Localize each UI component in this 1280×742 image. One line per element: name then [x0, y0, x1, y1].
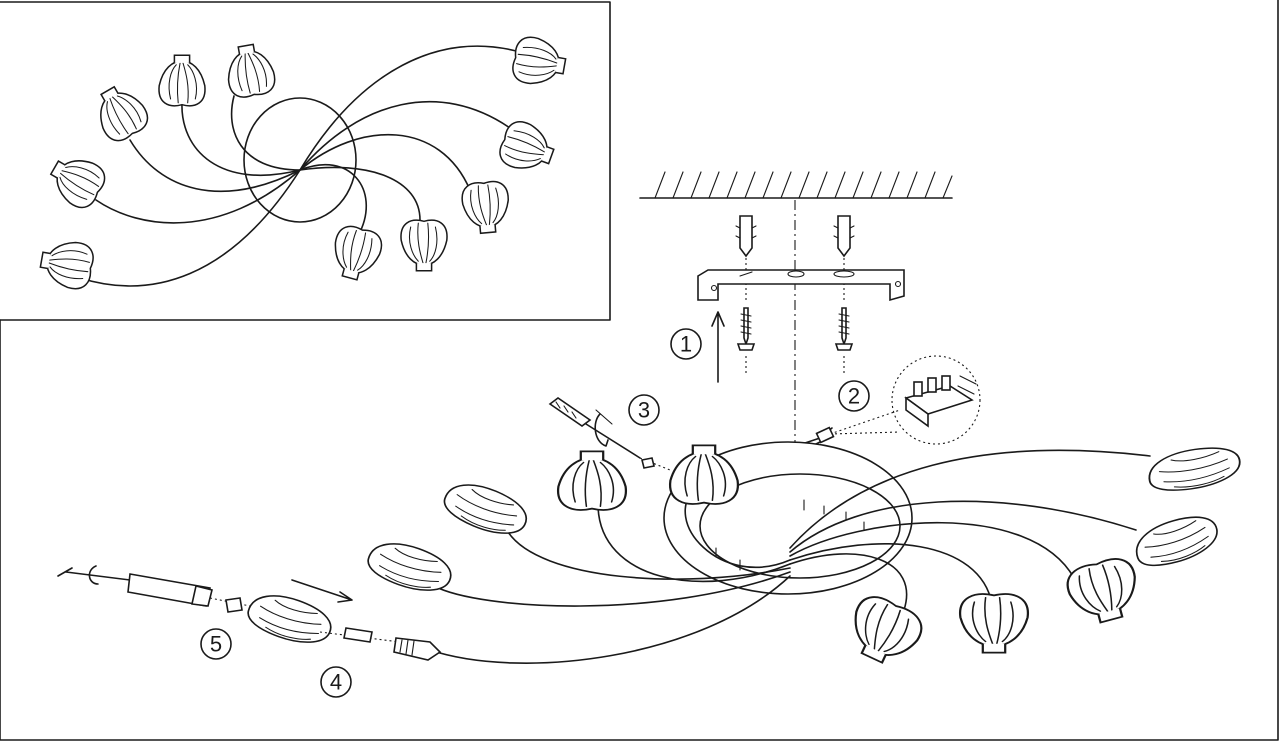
main-lamp	[363, 439, 1245, 674]
step-4-label: 4	[330, 670, 342, 695]
terminal-block-icon	[891, 355, 981, 445]
screwdriver-icon	[548, 397, 641, 459]
step-3-marker: 3	[628, 394, 660, 426]
bulb-icon	[57, 565, 213, 607]
step-5-marker: 5	[200, 628, 232, 660]
step-3-label: 3	[638, 398, 650, 423]
step-2-label: 2	[848, 384, 860, 409]
step-1-label: 1	[680, 332, 692, 357]
screw-icon	[736, 307, 854, 351]
step-5-label: 5	[210, 632, 222, 657]
wall-plug-icon	[735, 215, 855, 258]
step-4-marker: 4	[320, 666, 352, 698]
glass-shade-icon	[243, 587, 337, 651]
step-1-marker: 1	[670, 328, 702, 360]
step-2-marker: 2	[838, 380, 870, 412]
overview-inset	[0, 1, 611, 321]
mounting-bracket-icon	[697, 269, 905, 302]
ceiling-hatch-icon	[639, 171, 953, 199]
